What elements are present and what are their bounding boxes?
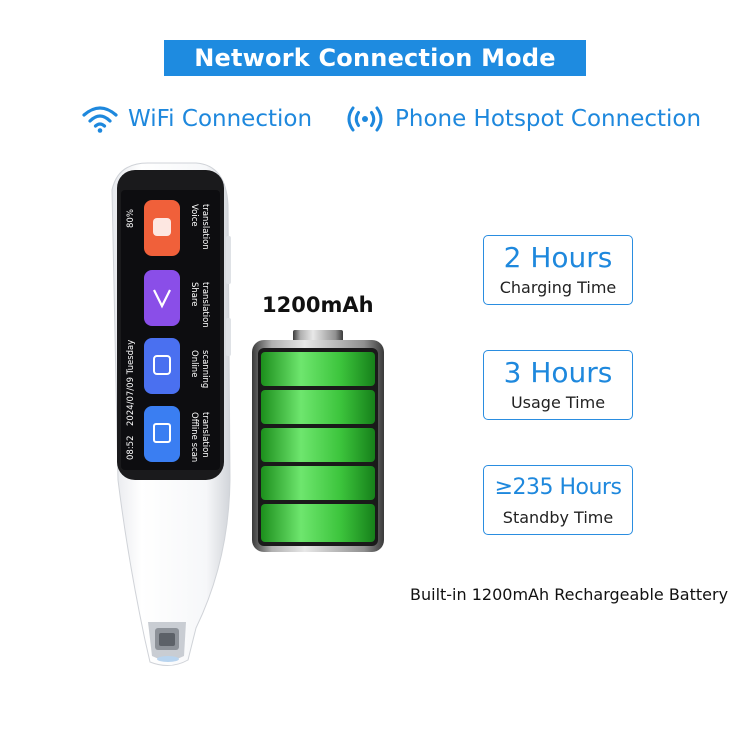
battery-capacity-label: 1200mAh <box>262 293 374 317</box>
wifi-icon <box>82 106 118 133</box>
stat-usage-time: 3 Hours Usage Time <box>483 350 633 420</box>
device-date: 2024/07/09 Tuesday <box>126 340 136 426</box>
offline-scan-app-icon[interactable] <box>144 406 180 462</box>
app-label-1b: translation <box>200 204 210 250</box>
stat-value: 3 Hours <box>503 356 613 389</box>
battery-caption: Built-in 1200mAh Rechargeable Battery <box>410 585 729 604</box>
wifi-connection: WiFi Connection <box>82 104 312 134</box>
hotspot-connection-label: Phone Hotspot Connection <box>395 106 702 132</box>
hotspot-icon <box>347 106 383 132</box>
app-label-4a: Offline scan <box>189 412 199 462</box>
stat-value: 2 Hours <box>503 241 613 274</box>
device-time: 08:52 <box>126 436 136 461</box>
online-scanning-app-icon[interactable] <box>144 338 180 394</box>
app-label-3a: Online <box>189 350 199 377</box>
app-label-2a: Share <box>189 282 199 307</box>
stat-value: ≥235 Hours <box>494 475 622 500</box>
app-label-4b: translation <box>200 412 210 458</box>
translator-pen: 08:52 2024/07/09 Tuesday 80% Voice trans… <box>111 162 231 666</box>
stat-label: Charging Time <box>499 278 617 297</box>
stat-charging-time: 2 Hours Charging Time <box>483 235 633 305</box>
app-label-2b: translation <box>200 282 210 328</box>
stat-label: Standby Time <box>502 508 614 527</box>
wifi-connection-label: WiFi Connection <box>128 106 313 132</box>
app-label-3b: scanning <box>200 350 210 388</box>
device-battery: 80% <box>126 209 136 228</box>
share-translation-app-icon[interactable] <box>144 270 180 326</box>
app-label-1a: Voice <box>189 204 199 227</box>
page-title: Network Connection Mode <box>164 40 586 76</box>
battery-icon <box>252 330 384 552</box>
stat-standby-time: ≥235 Hours Standby Time <box>483 465 633 535</box>
stat-label: Usage Time <box>510 393 606 412</box>
hotspot-connection: Phone Hotspot Connection <box>345 104 701 134</box>
